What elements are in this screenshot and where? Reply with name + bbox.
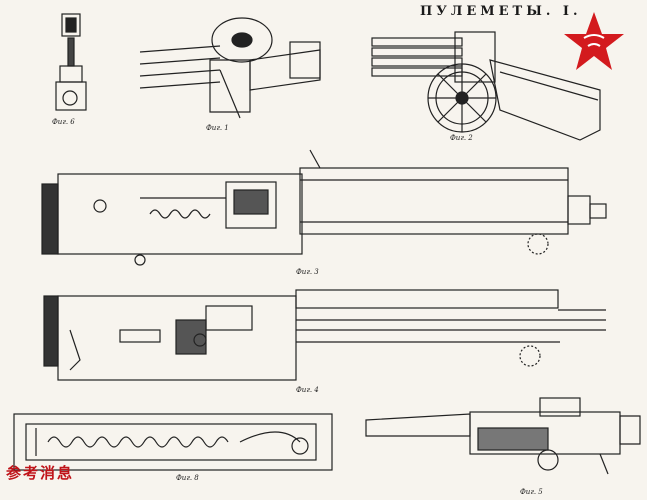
fig5-caption: Фиг. 5: [520, 488, 543, 496]
fig4-caption: Фиг. 4: [296, 386, 319, 394]
fig1-drawing: [139, 17, 321, 119]
fig8-caption: Фиг. 8: [176, 474, 199, 482]
fig3-caption: Фиг. 3: [296, 268, 319, 276]
watermark-text: 参考消息: [6, 464, 75, 482]
fig2-caption: Фиг. 2: [450, 134, 473, 142]
fig1-caption: Фиг. 1: [206, 124, 229, 132]
red-star-logo-icon: [564, 12, 624, 70]
fig3-drawing: [41, 149, 607, 266]
fig4-drawing: [43, 289, 606, 381]
fig2-drawing: [371, 31, 601, 141]
fig5-drawing: [365, 397, 641, 475]
fig6-caption: Фиг. 6: [52, 118, 75, 126]
plate-title: ПУЛЕМЕТЫ. I.: [420, 4, 582, 19]
fig8-drawing: [13, 413, 333, 471]
fig6-drawing: [55, 13, 87, 111]
